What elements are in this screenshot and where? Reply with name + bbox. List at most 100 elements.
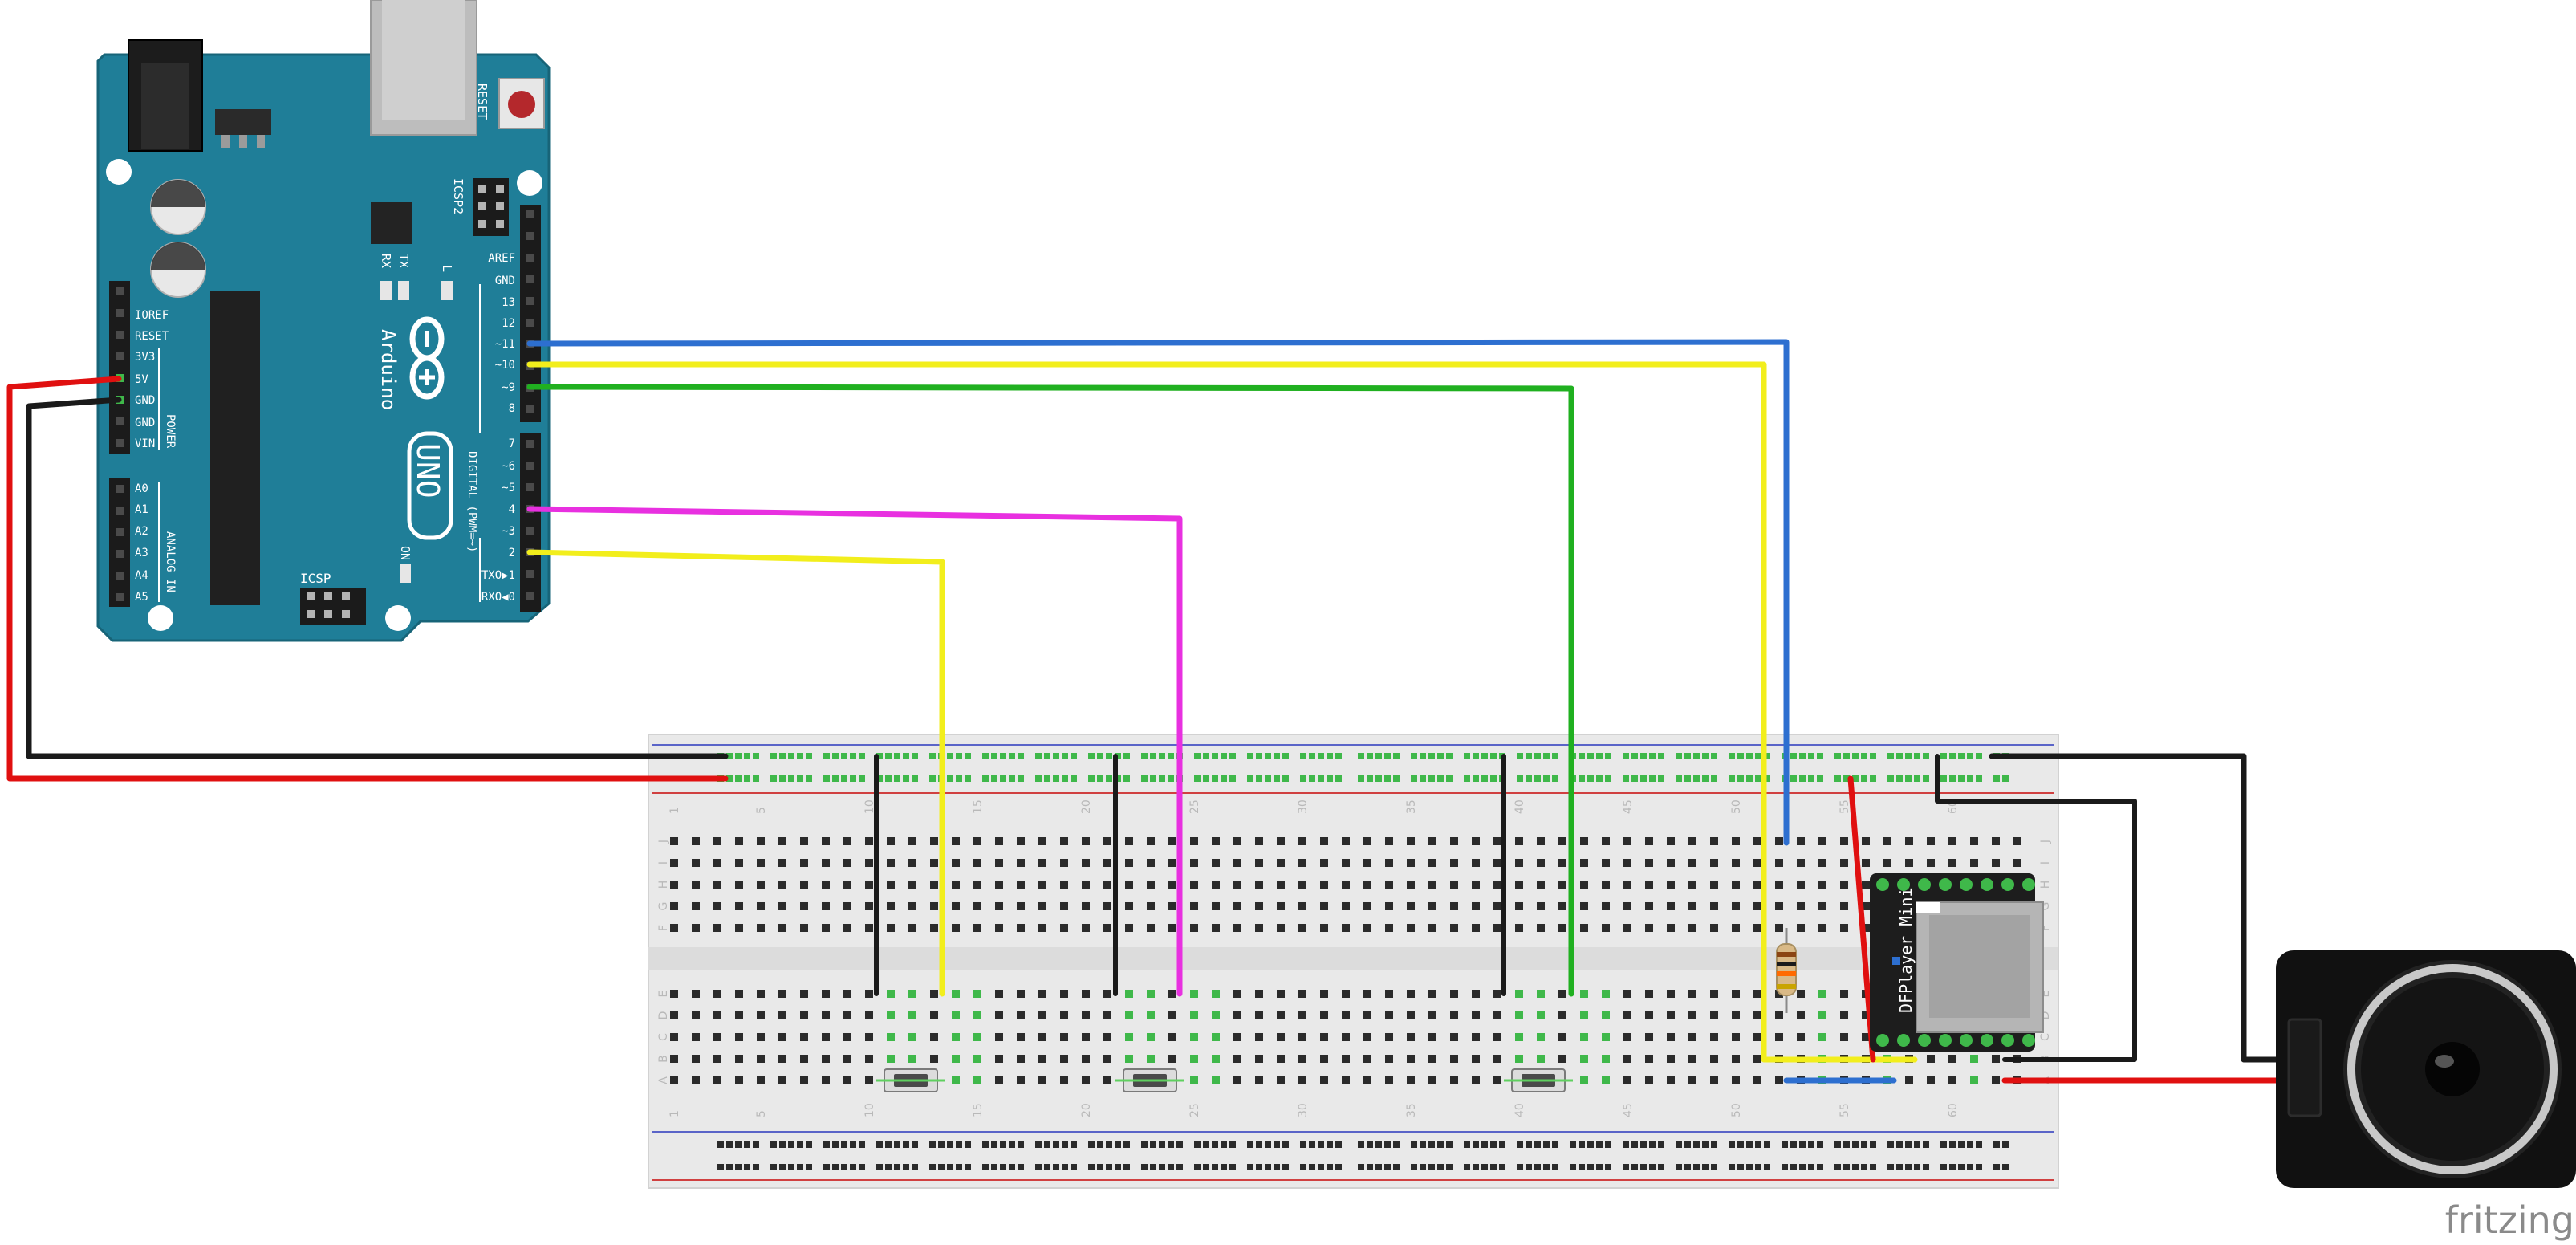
dfplayer-mini-module: DFPlayer Mini bbox=[1870, 873, 2044, 1052]
bb-row-letter: J bbox=[657, 840, 670, 844]
digital-pin-label: ~3 bbox=[502, 525, 515, 538]
microcontroller-chip bbox=[210, 291, 260, 605]
bb-column-number-top: 30 bbox=[1297, 799, 1310, 814]
jumper-vcc-red bbox=[1847, 775, 1876, 1063]
wire-pin4-magenta bbox=[526, 506, 1183, 997]
bb-row-letter: C bbox=[2039, 1033, 2052, 1041]
bb-row-letter: F bbox=[2039, 925, 2052, 931]
power-label: POWER bbox=[164, 414, 177, 449]
analog-label: ANALOG IN bbox=[164, 531, 177, 592]
bb-row-letter: H bbox=[2039, 881, 2052, 889]
bb-row-letter: G bbox=[2039, 902, 2052, 911]
bb-column-number-bottom: 35 bbox=[1405, 1103, 1418, 1117]
icsp-label: ICSP bbox=[300, 571, 331, 586]
bb-column-number-top: 5 bbox=[755, 807, 768, 814]
wire-pin2-yellow bbox=[526, 549, 945, 997]
bb-column-number-top: 1 bbox=[668, 807, 681, 814]
analog-pin-label: A2 bbox=[135, 525, 148, 538]
bb-row-letter: B bbox=[657, 1055, 670, 1063]
push-button-3 bbox=[1504, 1068, 1573, 1092]
bb-column-number-top: 20 bbox=[1080, 799, 1093, 814]
gnd-top-label: GND bbox=[495, 275, 515, 287]
bb-column-number-bottom: 55 bbox=[1839, 1103, 1851, 1117]
wire-gnd-black bbox=[26, 397, 729, 759]
digital-pin-label: 8 bbox=[509, 402, 515, 415]
bb-row-letter: C bbox=[657, 1033, 670, 1041]
bb-column-number-top: 55 bbox=[1839, 799, 1851, 814]
power-pin-label: 3V3 bbox=[135, 351, 155, 364]
bb-row-letter: E bbox=[2039, 991, 2052, 998]
analog-pin-label: A3 bbox=[135, 547, 148, 559]
icsp2-label: ICSP2 bbox=[451, 178, 465, 214]
model-label: UNO bbox=[410, 443, 445, 498]
reset-label: RESET bbox=[475, 83, 490, 120]
wires bbox=[6, 339, 2290, 1084]
power-pin-label: VIN bbox=[135, 437, 155, 450]
jumper-gnd-dfplayer bbox=[1935, 754, 2137, 1062]
bb-row-letter: E bbox=[657, 991, 670, 998]
bb-row-letter: I bbox=[2039, 861, 2052, 865]
digital-pin-label: TXO▶1 bbox=[481, 569, 515, 582]
power-pin-label: GND bbox=[135, 417, 155, 429]
digital-pin-label: ~11 bbox=[495, 338, 515, 351]
digital-pin-label: RXO◀0 bbox=[481, 591, 515, 604]
bb-column-number-bottom: 5 bbox=[755, 1110, 768, 1117]
arduino-uno-board: RESET ICSP2 ICSP RX bbox=[96, 0, 551, 642]
aref-label: AREF bbox=[488, 252, 515, 265]
bb-column-number-bottom: 15 bbox=[972, 1103, 985, 1117]
on-label: ON bbox=[398, 546, 412, 560]
bb-column-number-top: 40 bbox=[1514, 799, 1526, 814]
bb-row-letter: D bbox=[2039, 1011, 2052, 1020]
rx-label: RX bbox=[379, 254, 393, 268]
resistor bbox=[1776, 928, 1797, 1013]
digital-pin-label: 4 bbox=[509, 503, 515, 516]
l-label: L bbox=[440, 265, 454, 272]
digital-label: DIGITAL (PWM=~) bbox=[465, 451, 478, 552]
power-pin-label: IOREF bbox=[135, 309, 169, 322]
analog-pin-label: A4 bbox=[135, 569, 148, 582]
push-button-1 bbox=[876, 1068, 945, 1092]
bb-row-letter: D bbox=[657, 1011, 670, 1020]
bb-column-number-bottom: 20 bbox=[1080, 1103, 1093, 1117]
analog-pin-label: A1 bbox=[135, 503, 148, 516]
bb-row-letter: I bbox=[657, 861, 670, 865]
tx-label: TX bbox=[396, 254, 411, 268]
wire-5v-red bbox=[6, 376, 729, 782]
arduino-logo-icon bbox=[409, 316, 445, 400]
reset-button bbox=[498, 78, 545, 129]
fritzing-watermark: fritzing bbox=[2445, 1198, 2574, 1242]
bb-column-number-top: 50 bbox=[1730, 799, 1743, 814]
bb-column-number-bottom: 50 bbox=[1730, 1103, 1743, 1117]
bb-column-number-top: 15 bbox=[972, 799, 985, 814]
bb-column-number-bottom: 25 bbox=[1188, 1103, 1201, 1117]
brand-label: Arduino bbox=[377, 329, 400, 410]
bb-column-number-bottom: 10 bbox=[863, 1103, 876, 1117]
bb-column-number-bottom: 30 bbox=[1297, 1103, 1310, 1117]
digital-pin-label: ~6 bbox=[502, 460, 515, 473]
push-buttons bbox=[876, 1068, 1573, 1092]
digital-pin-label: ~5 bbox=[502, 482, 515, 494]
digital-pin-label: 7 bbox=[509, 437, 515, 450]
bb-column-number-top: 45 bbox=[1622, 799, 1635, 814]
analog-pin-label: A0 bbox=[135, 482, 148, 495]
bb-row-letter: J bbox=[2039, 840, 2052, 844]
bb-row-letter: H bbox=[657, 881, 670, 889]
bb-column-number-top: 35 bbox=[1405, 799, 1418, 814]
wire-pin11-blue bbox=[526, 339, 1790, 846]
bb-row-letter: A bbox=[657, 1076, 670, 1084]
bb-row-letter: G bbox=[657, 902, 670, 911]
bb-column-number-bottom: 1 bbox=[668, 1110, 681, 1117]
bb-column-number-top: 25 bbox=[1188, 799, 1201, 814]
speaker-icon bbox=[2276, 950, 2576, 1188]
power-pin-label: 5V bbox=[135, 373, 148, 386]
wire-pin10-yellow bbox=[526, 361, 1918, 1063]
digital-pin-label: 13 bbox=[502, 296, 515, 309]
bb-column-number-top: 10 bbox=[863, 799, 876, 814]
push-button-2 bbox=[1115, 1068, 1184, 1092]
power-pin-label: GND bbox=[135, 394, 155, 407]
wire-pin9-green bbox=[526, 384, 1574, 997]
breadboard: 1155101015152020252530303535404045455050… bbox=[648, 734, 2059, 1189]
bb-row-letter: F bbox=[657, 925, 670, 931]
power-pin-label: RESET bbox=[135, 330, 169, 343]
